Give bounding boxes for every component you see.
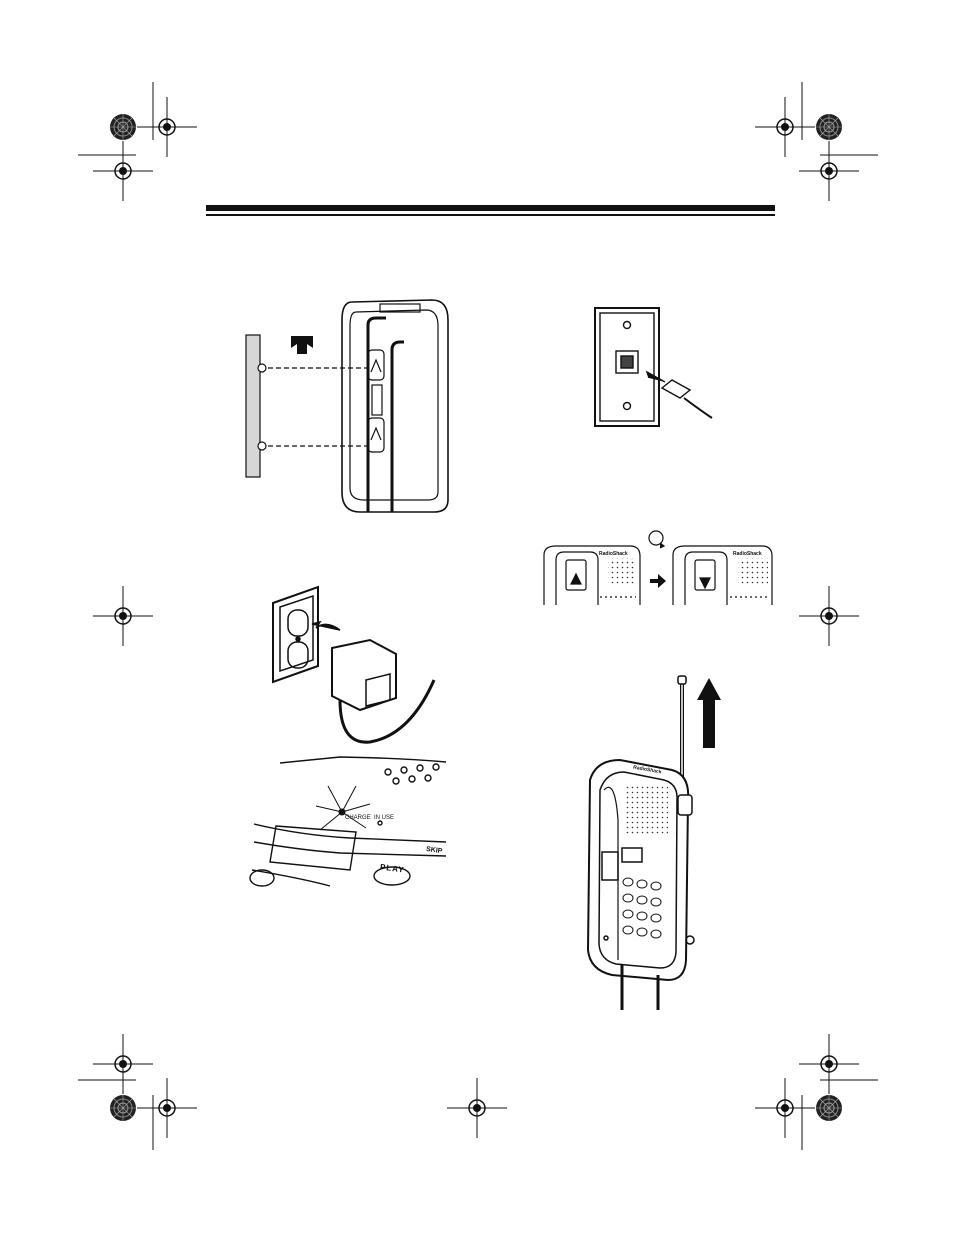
- crosshair-registration-icon: [93, 1034, 153, 1094]
- crosshair-registration-icon: [755, 97, 815, 157]
- crosshair-registration-icon: [447, 1078, 507, 1138]
- crosshair-registration-icon: [799, 141, 859, 201]
- crosshair-registration-icon: [137, 1078, 197, 1138]
- crosshair-registration-icon: [93, 586, 153, 646]
- battery-install-illustration: [544, 531, 772, 605]
- direction-arrow-icon: [697, 678, 721, 748]
- crosshair-registration-icon: [755, 1078, 815, 1138]
- crosshair-registration-icon: [137, 97, 197, 157]
- registration-target-icon: [816, 1095, 842, 1121]
- registration-target-icon: [816, 114, 842, 140]
- in-use-label: IN USE: [374, 815, 394, 821]
- charge-label: CHARGE: [345, 815, 371, 821]
- wall-mount-illustration: [246, 300, 448, 512]
- handset-illustration: [588, 676, 721, 1010]
- wall-jack-illustration: [595, 308, 712, 426]
- crosshair-registration-icon: [799, 1034, 859, 1094]
- corner-marks-bottom: [78, 1080, 878, 1150]
- direction-arrow-icon: [291, 336, 313, 354]
- registration-target-icon: [110, 1095, 136, 1121]
- registration-target-icon: [110, 114, 136, 140]
- brand-label: RadioShack: [733, 551, 762, 557]
- base-panel-illustration: [250, 756, 446, 890]
- header-rule: [206, 205, 775, 216]
- brand-label: RadioShack: [599, 551, 628, 557]
- crosshair-registration-icon: [799, 586, 859, 646]
- direction-arrow-icon: [650, 574, 666, 588]
- corner-marks-top: [78, 82, 878, 155]
- ac-adapter-illustration: [273, 587, 434, 742]
- rotate-clockwise-icon: [649, 531, 663, 545]
- crosshair-registration-icon: [93, 141, 153, 201]
